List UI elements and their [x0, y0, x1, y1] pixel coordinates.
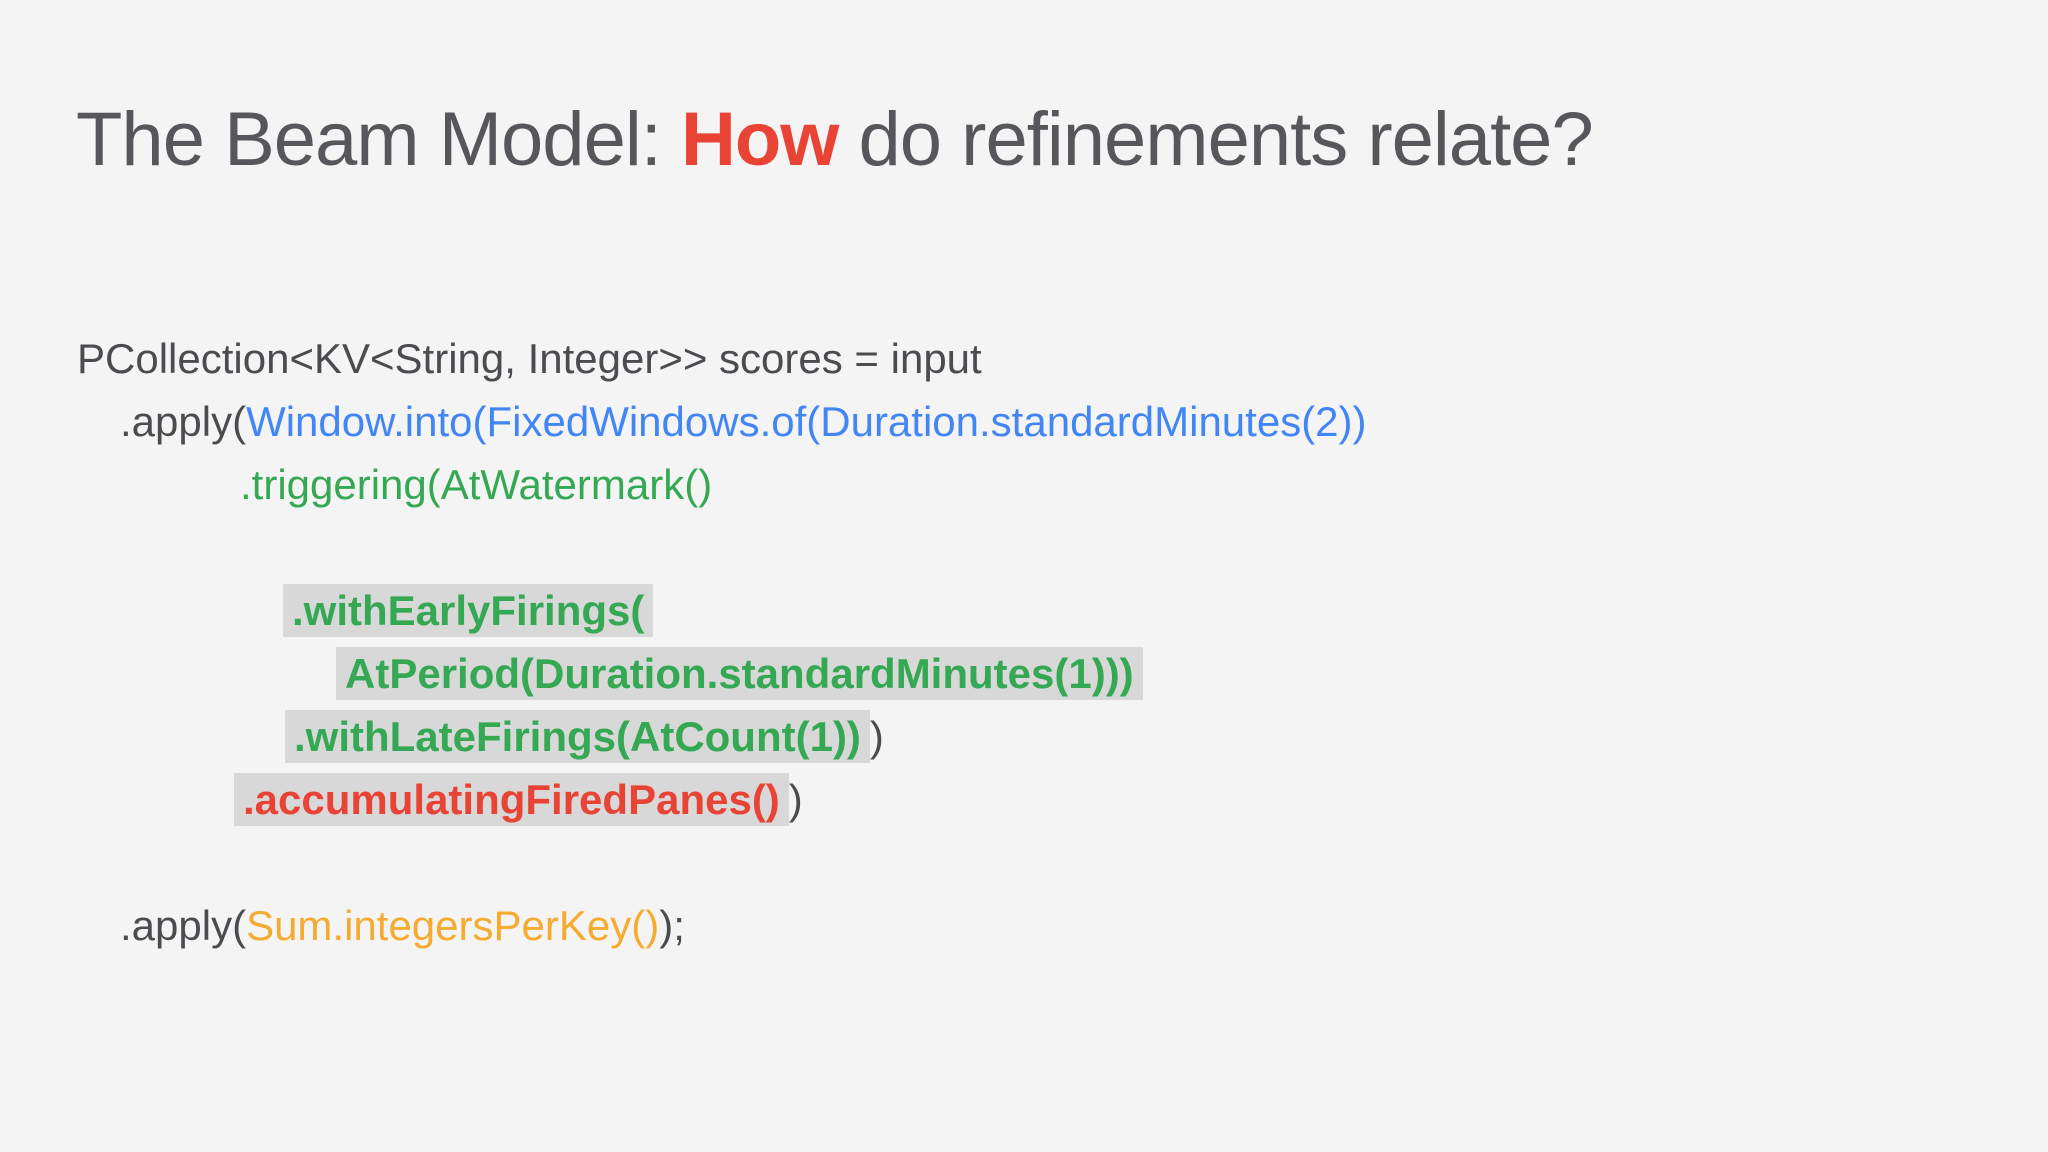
- code-line: [0, 516, 2048, 579]
- title-emphasis: How: [680, 97, 839, 182]
- code-segment: .apply(: [120, 902, 247, 949]
- code-block: PCollection<KV<String, Integer>> scores …: [0, 327, 2048, 957]
- code-line: .withEarlyFirings(: [0, 579, 2048, 642]
- code-line: .apply(Sum.integersPerKey());: [0, 894, 2048, 957]
- code-segment: Window.into(FixedWindows.of(Duration.sta…: [246, 398, 1367, 445]
- code-segment: .apply(: [120, 398, 247, 445]
- title-text-prefix: The Beam Model:: [76, 97, 681, 182]
- code-line: [0, 831, 2048, 894]
- slide-title: The Beam Model: How do refinements relat…: [76, 96, 1594, 183]
- code-line: .accumulatingFiredPanes()): [0, 768, 2048, 831]
- code-line: .withLateFirings(AtCount(1))): [0, 705, 2048, 768]
- code-segment: .withEarlyFirings(: [283, 584, 654, 637]
- code-segment: AtPeriod(Duration.standardMinutes(1))): [336, 647, 1143, 700]
- code-segment: .accumulatingFiredPanes(): [234, 773, 789, 826]
- code-line: .apply(Window.into(FixedWindows.of(Durat…: [0, 390, 2048, 453]
- code-segment: Sum.integersPerKey(): [246, 902, 660, 949]
- code-line: .triggering(AtWatermark(): [0, 453, 2048, 516]
- code-line: AtPeriod(Duration.standardMinutes(1))): [0, 642, 2048, 705]
- title-text-suffix: do refinements relate?: [838, 97, 1594, 182]
- code-segment: .withLateFirings(AtCount(1)): [285, 710, 870, 763]
- code-segment: .triggering(AtWatermark(): [240, 461, 713, 508]
- code-segment: ): [788, 776, 803, 823]
- code-line: PCollection<KV<String, Integer>> scores …: [0, 327, 2048, 390]
- code-segment: ): [869, 713, 884, 760]
- code-segment: );: [659, 902, 685, 949]
- code-segment: PCollection<KV<String, Integer>> scores …: [77, 335, 982, 382]
